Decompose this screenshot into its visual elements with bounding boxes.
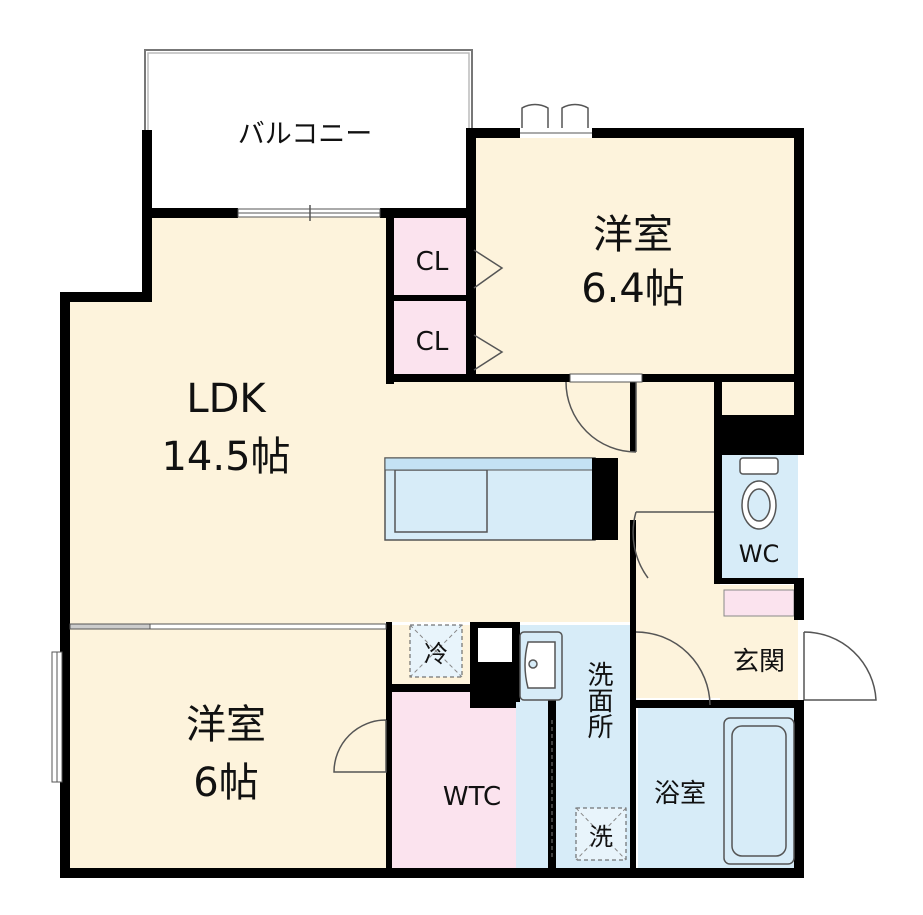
walls xyxy=(60,128,804,878)
hallway-floor xyxy=(632,378,720,698)
ldk-size: 14.5帖 xyxy=(161,434,290,480)
hall-strip xyxy=(722,378,798,418)
western-room-south-name: 洋室 xyxy=(186,702,266,748)
toilet xyxy=(739,457,779,530)
washroom-label: 洗面所 xyxy=(583,661,613,739)
western-room-north-name: 洋室 xyxy=(593,212,673,258)
western-room-south-floor xyxy=(66,629,387,872)
windows xyxy=(51,128,643,783)
wtc-label: WTC xyxy=(443,782,501,812)
closet-2-floor xyxy=(392,300,472,378)
washbasin xyxy=(519,631,563,701)
fridge-label: 冷 xyxy=(424,640,448,668)
washing-machine-space xyxy=(575,807,627,861)
western-room-north-size: 6.4帖 xyxy=(581,266,685,312)
western-room-north-floor xyxy=(472,134,798,378)
entrance-shoe-box xyxy=(723,589,795,617)
western-room-south-size: 6帖 xyxy=(193,760,258,806)
closet-1-floor xyxy=(392,215,472,297)
wc-label: WC xyxy=(739,540,780,568)
balcony-label: バルコニー xyxy=(238,119,372,150)
closet-2-label: CL xyxy=(416,327,449,357)
bathroom-label: 浴室 xyxy=(654,779,706,809)
doors[interactable] xyxy=(69,103,877,860)
washing-machine-label: 洗 xyxy=(589,823,613,851)
ldk-name: LDK xyxy=(186,376,267,422)
balcony: バルコニー xyxy=(144,49,473,150)
entrance-label: 玄関 xyxy=(733,647,785,677)
closet-1-label: CL xyxy=(416,247,449,277)
fridge-space xyxy=(409,624,463,678)
kitchen-counter xyxy=(384,457,618,541)
bathtub xyxy=(723,717,795,865)
